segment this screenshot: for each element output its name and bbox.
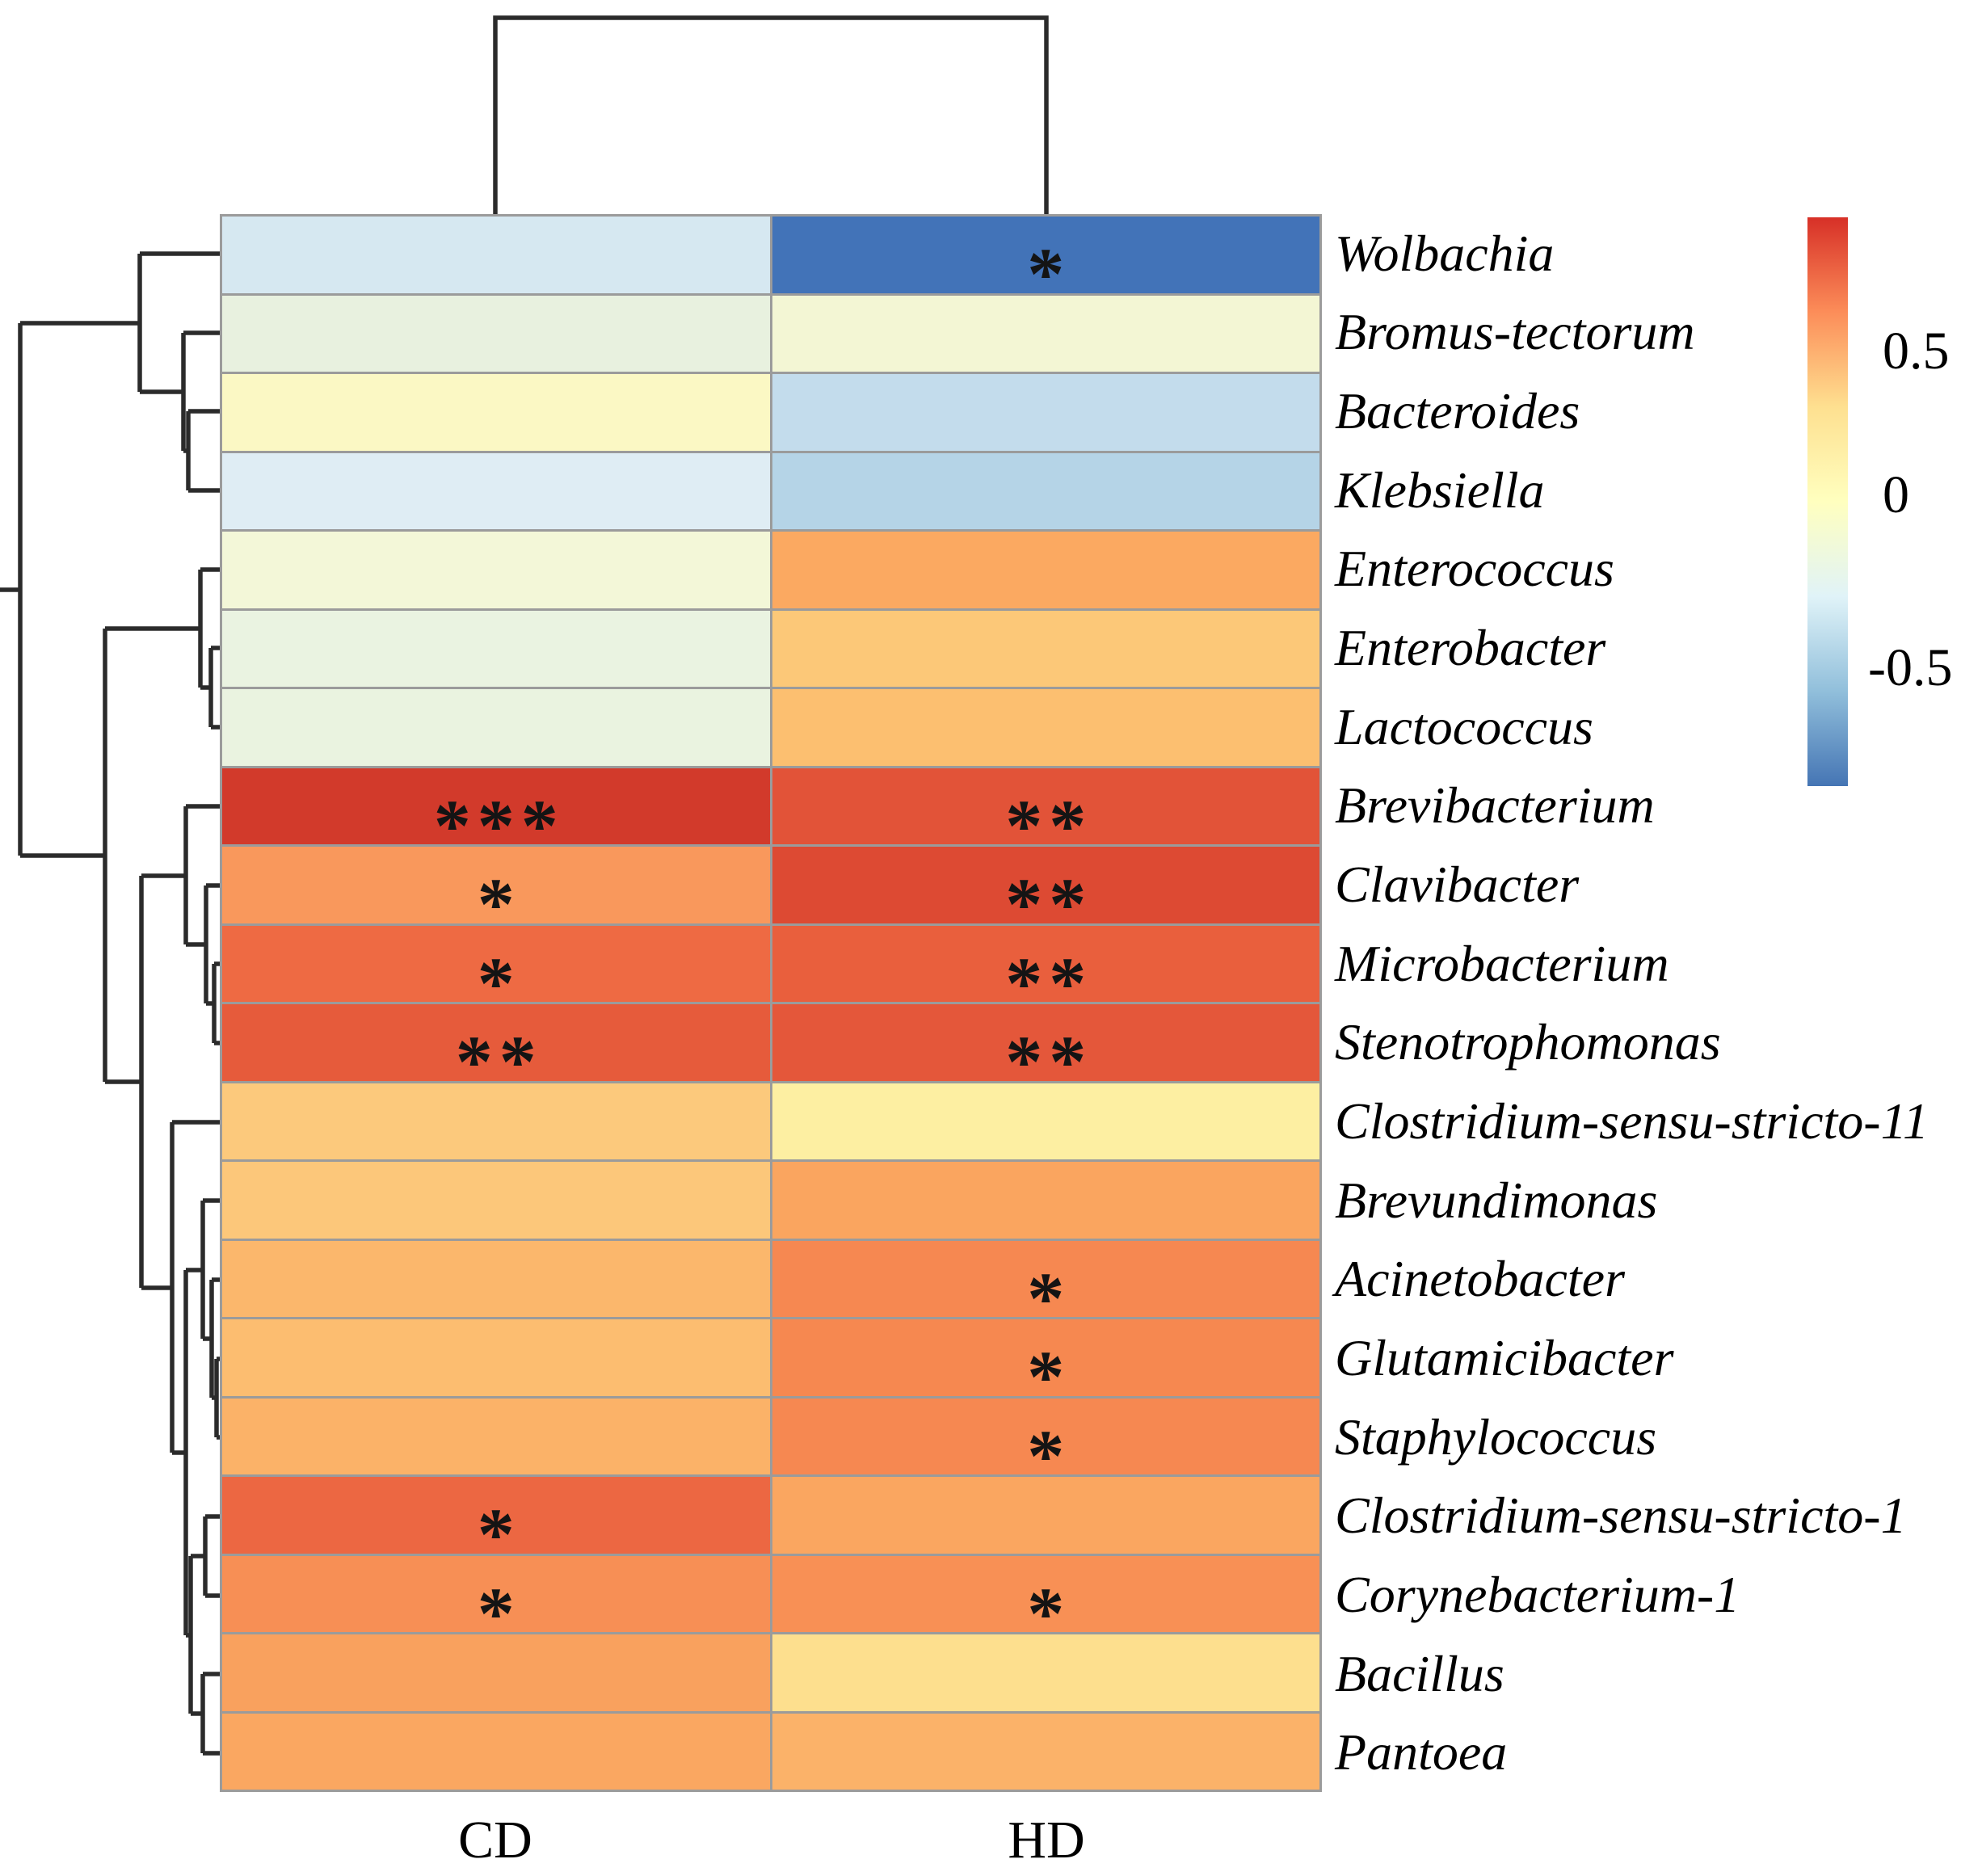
heatmap-cell-hd-enterococcus bbox=[772, 532, 1319, 608]
row-label-stenotrophomonas: Stenotrophomonas bbox=[1335, 1013, 1721, 1071]
heatmap-cell-cd-staphylococcus bbox=[222, 1398, 770, 1474]
row-label-clostridium-sensu-stricto-11: Clostridium-sensu-stricto-11 bbox=[1335, 1092, 1929, 1150]
row-label-bromus-tectorum: Bromus-tectorum bbox=[1335, 303, 1695, 361]
row-dendrogram bbox=[0, 251, 220, 1756]
heatmap-cell-cd-corynebacterium-1: * bbox=[222, 1555, 770, 1651]
heatmap-cell-hd-acinetobacter: * bbox=[772, 1240, 1319, 1335]
row-label-microbacterium: Microbacterium bbox=[1335, 934, 1669, 992]
row-label-brevundimonas: Brevundimonas bbox=[1335, 1171, 1658, 1229]
heatmap-cell-hd-clostridium-sensu-stricto-1 bbox=[772, 1477, 1319, 1554]
heatmap-cell-cd-pantoea bbox=[222, 1713, 770, 1790]
heatmap-cell-hd-bacillus bbox=[772, 1634, 1319, 1711]
heatmap-cell-hd-brevundimonas bbox=[772, 1162, 1319, 1239]
row-label-wolbachia: Wolbachia bbox=[1335, 224, 1555, 282]
column-dendrogram bbox=[493, 15, 1049, 214]
heatmap-cell-cd-enterobacter bbox=[222, 610, 770, 687]
heatmap-cell-hd-corynebacterium-1: * bbox=[772, 1555, 1319, 1651]
heatmap-cell-hd-bacteroides bbox=[772, 374, 1319, 451]
row-label-glutamicibacter: Glutamicibacter bbox=[1335, 1329, 1674, 1387]
row-label-pantoea: Pantoea bbox=[1335, 1723, 1508, 1781]
row-label-staphylococcus: Staphylococcus bbox=[1335, 1407, 1657, 1466]
heatmap-cell-hd-clostridium-sensu-stricto-11 bbox=[772, 1083, 1319, 1159]
heatmap-cell-cd-clostridium-sensu-stricto-1: * bbox=[222, 1477, 770, 1571]
heatmap-cell-hd-staphylococcus: * bbox=[772, 1398, 1319, 1493]
heatmap-cell-cd-brevundimonas bbox=[222, 1162, 770, 1239]
heatmap-grid: ********************** bbox=[220, 214, 1322, 1792]
heatmap-cell-cd-bacteroides bbox=[222, 374, 770, 451]
heatmap-cell-hd-glutamicibacter: * bbox=[772, 1319, 1319, 1414]
heatmap-cell-hd-clavibacter: ** bbox=[772, 847, 1319, 941]
row-label-enterobacter: Enterobacter bbox=[1335, 619, 1606, 677]
heatmap-cell-cd-clavibacter: * bbox=[222, 847, 770, 941]
heatmap-cell-hd-pantoea bbox=[772, 1713, 1319, 1790]
heatmap-cell-hd-klebsiella bbox=[772, 452, 1319, 529]
heatmap-cell-hd-microbacterium: ** bbox=[772, 925, 1319, 1020]
heatmap-cell-cd-lactococcus bbox=[222, 689, 770, 766]
heatmap-cell-cd-clostridium-sensu-stricto-11 bbox=[222, 1083, 770, 1159]
heatmap-cell-hd-lactococcus bbox=[772, 689, 1319, 766]
row-label-corynebacterium-1: Corynebacterium-1 bbox=[1335, 1565, 1740, 1623]
row-label-acinetobacter: Acinetobacter bbox=[1335, 1250, 1625, 1308]
row-label-clostridium-sensu-stricto-1: Clostridium-sensu-stricto-1 bbox=[1335, 1487, 1907, 1545]
legend-gradient-bar bbox=[1807, 217, 1848, 786]
heatmap-cell-cd-acinetobacter bbox=[222, 1240, 770, 1317]
heatmap-cell-cd-klebsiella bbox=[222, 452, 770, 529]
heatmap-cell-hd-wolbachia: * bbox=[772, 217, 1319, 311]
heatmap-cell-hd-enterobacter bbox=[772, 610, 1319, 687]
column-label-cd: CD bbox=[458, 1811, 532, 1870]
column-label-hd: HD bbox=[1008, 1811, 1085, 1870]
row-label-bacteroides: Bacteroides bbox=[1335, 382, 1580, 440]
row-label-lactococcus: Lactococcus bbox=[1335, 697, 1593, 755]
heatmap-cell-cd-wolbachia bbox=[222, 217, 770, 293]
heatmap-cell-cd-brevibacterium: *** bbox=[222, 768, 770, 863]
heatmap-cell-hd-brevibacterium: ** bbox=[772, 768, 1319, 863]
row-label-klebsiella: Klebsiella bbox=[1335, 461, 1545, 519]
legend-tick-label: -0.5 bbox=[1868, 638, 1953, 697]
row-label-clavibacter: Clavibacter bbox=[1335, 856, 1580, 914]
heatmap-cell-cd-stenotrophomonas: ** bbox=[222, 1004, 770, 1099]
heatmap-cell-hd-stenotrophomonas: ** bbox=[772, 1004, 1319, 1099]
heatmap-cell-cd-enterococcus bbox=[222, 532, 770, 608]
heatmap-cell-cd-bromus-tectorum bbox=[222, 295, 770, 372]
legend-tick-label: 0 bbox=[1883, 465, 1909, 524]
row-label-enterococcus: Enterococcus bbox=[1335, 540, 1614, 598]
row-label-bacillus: Bacillus bbox=[1335, 1644, 1504, 1702]
heatmap-cell-cd-glutamicibacter bbox=[222, 1319, 770, 1396]
heatmap-cell-cd-microbacterium: * bbox=[222, 925, 770, 1020]
heatmap-cell-cd-bacillus bbox=[222, 1634, 770, 1711]
heatmap-cell-hd-bromus-tectorum bbox=[772, 295, 1319, 372]
legend-tick-label: 0.5 bbox=[1883, 322, 1950, 381]
row-label-brevibacterium: Brevibacterium bbox=[1335, 776, 1655, 835]
